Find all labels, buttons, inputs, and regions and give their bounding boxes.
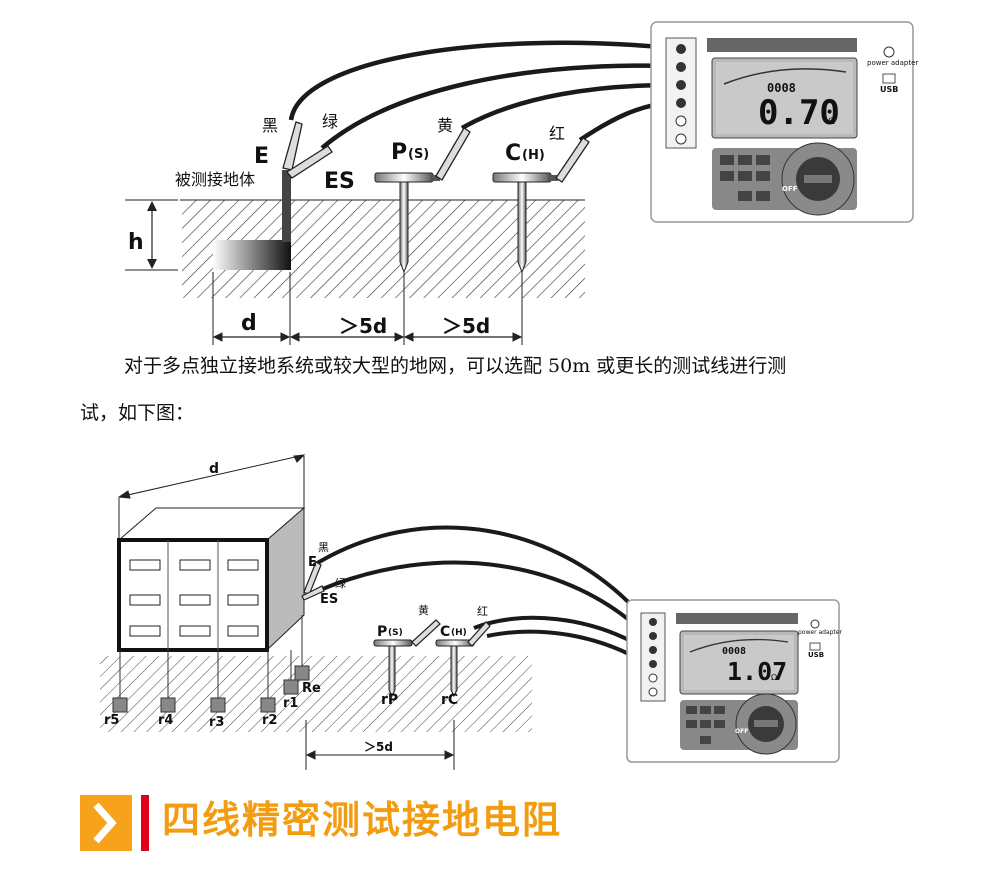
fig2-label-c-sub: (H) [451,628,467,638]
fig2-label-gt5d: ＞5d [364,740,393,754]
fig2-label-es: ES [320,592,339,607]
building [117,506,306,652]
fig2-label-p: P [377,624,388,640]
p2-spike [373,639,413,698]
fig2-label-r1: r1 [283,696,299,711]
fig1-label-d: d [241,311,257,336]
fig2-label-r3: r3 [209,715,225,730]
meter2-lcd-unit: Ω [771,673,778,682]
ground2-hatch [100,656,532,732]
fig1-label-h: h [128,230,144,255]
fig2-label-d: d [209,461,220,477]
meter1-lcd-small: 0008 [767,81,796,95]
c-spike [492,172,558,274]
meter1-off-label: OFF [782,185,798,193]
fig2-label-rc: rC [441,692,459,708]
fig2-label-p-sub: (S) [388,628,403,638]
fig1-label-black: 黑 [262,116,279,135]
chevron-icon [80,795,132,851]
p-spike [374,172,440,274]
fig1-label-red: 红 [549,124,566,143]
paragraph-line-1: 对于多点独立接地系统或较大型的地网，可以选配 50m 或更长的测试线进行测 [124,355,787,377]
fig2-label-r4: r4 [158,713,174,728]
meter2-usb-label: USB [808,651,825,659]
fig1-label-object: 被测接地体 [175,170,256,189]
fig1-label-es: ES [324,169,355,194]
meter1-lcd-big: 0.70 [758,93,840,133]
meter1-adapter-label: power adapter [867,59,919,67]
test-cables [288,40,673,150]
figure1-diagram [125,21,914,345]
fig2-label-black: 黑 [318,541,329,554]
earth-electrode-rod [282,170,291,242]
figure2-diagram [100,454,840,770]
banner-accent-bar [141,795,149,851]
fig2-label-r2: r2 [262,713,278,728]
fig2-label-re: Re [302,681,321,696]
earth-tester-meter-2 [626,599,840,763]
meter2-lcd-big: 1.07 [727,657,788,686]
section-title: 四线精密测试接地电阻 [162,797,563,842]
fig2-label-rp: rP [381,692,399,708]
fig2-label-red: 红 [477,605,488,618]
earth-electrode-block [213,240,291,270]
fig2-label-c: C [440,624,451,640]
fig1-label-yellow: 黄 [437,116,454,135]
meter2-adapter-label: power adapter [798,629,842,636]
section-banner: 四线精密测试接地电阻 [80,795,640,851]
meter1-usb-label: USB [880,85,899,94]
fig2-label-e: E [308,555,317,570]
meter2-lcd-small: 0008 [722,646,747,657]
h-dimension [125,199,178,271]
test-cables-2 [312,525,649,666]
distance-dimensions [212,272,523,345]
fig1-label-p: P [391,140,408,165]
fig1-label-c-sub: (H) [522,148,545,163]
crocodile-clips [282,121,590,183]
fig2-label-yellow: 黄 [418,604,429,617]
meter2-off-label: OFF [735,728,749,735]
paragraph-line-2: 试，如下图： [80,402,195,424]
building-earth-electrodes [112,615,310,713]
fig2-label-green: 绿 [335,577,346,590]
fig1-label-gt5d-1: ＞5d [339,314,388,338]
building-width-dimension [117,454,306,540]
fig2-label-r5: r5 [104,713,120,728]
fig1-label-green: 绿 [322,112,339,131]
earth-tester-meter [650,21,914,223]
fig1-label-e: E [254,144,270,169]
meter1-lcd-unit: Ω [828,117,835,127]
distance-dimension-2 [305,720,455,770]
fig1-label-p-sub: (S) [408,147,430,162]
crocodile-clips-2 [301,561,491,647]
fig1-label-c: C [505,141,522,166]
fig1-label-gt5d-2: ＞5d [442,314,491,338]
